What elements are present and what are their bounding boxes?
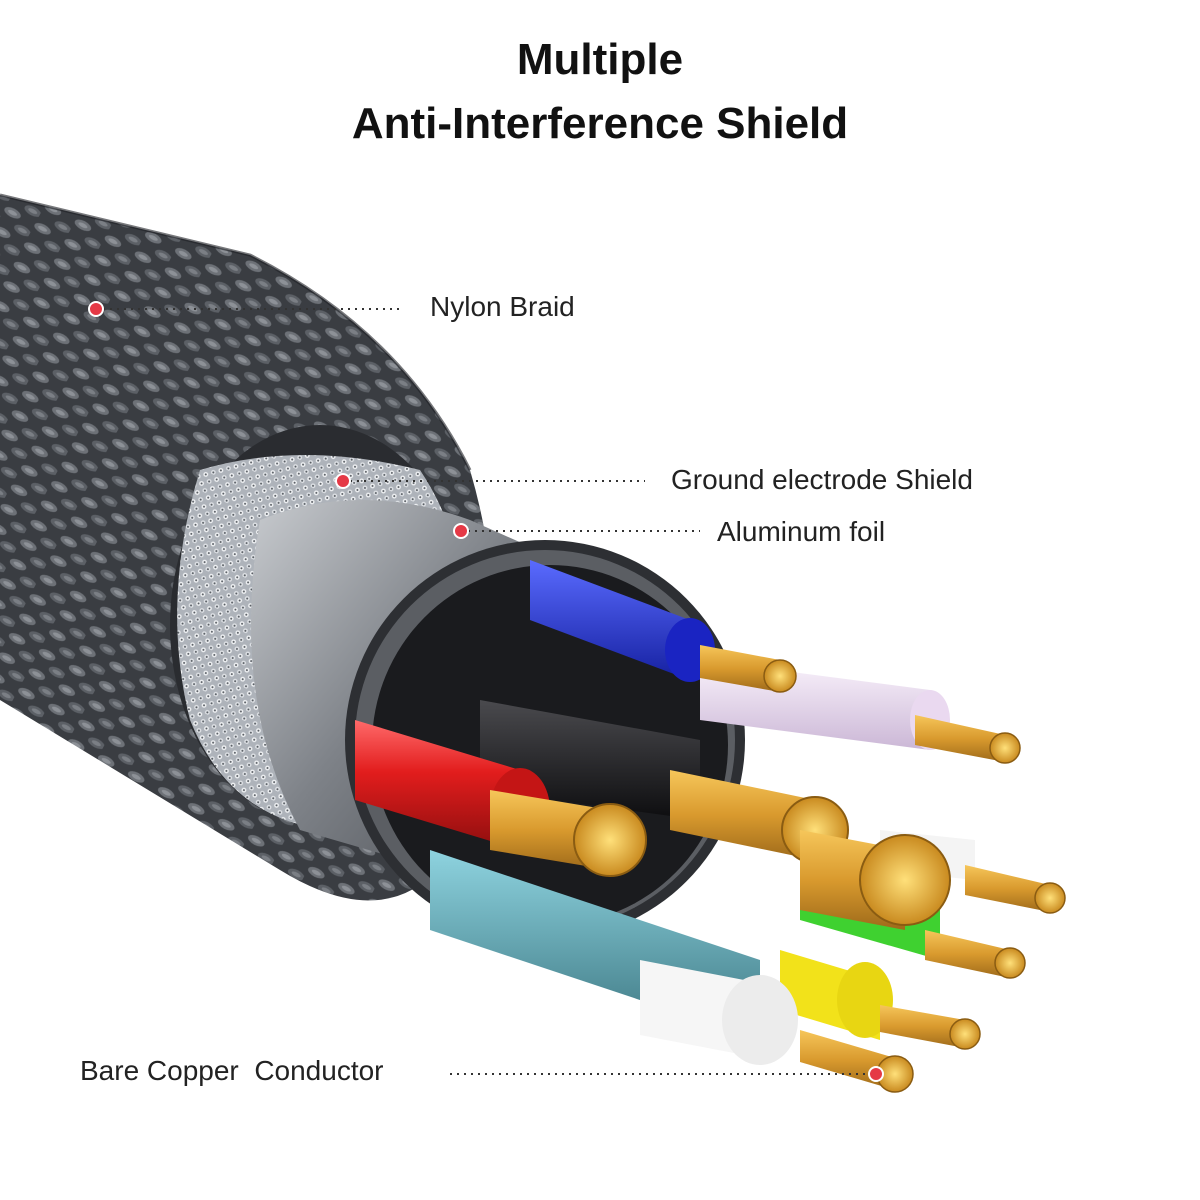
label-ground-electrode-shield: Ground electrode Shield <box>671 464 973 495</box>
callout-dot-ground-shield <box>335 473 351 489</box>
label-bare-copper-conductor: Bare Copper Conductor <box>80 1055 384 1086</box>
copper-conductors <box>490 645 1066 1093</box>
label-aluminum-foil: Aluminum foil <box>717 516 886 547</box>
label-nylon-braid: Nylon Braid <box>430 291 575 322</box>
wire-red <box>355 720 520 850</box>
callout-dot-copper <box>868 1066 884 1082</box>
wire-blue <box>530 560 690 680</box>
callout-dot-aluminum-foil <box>453 523 469 539</box>
callout-leaders <box>88 301 884 1082</box>
callout-dot-nylon-braid <box>88 301 104 317</box>
title-line-1: Multiple <box>516 35 684 84</box>
title-line-2: Anti-Interference Shield <box>351 99 849 148</box>
